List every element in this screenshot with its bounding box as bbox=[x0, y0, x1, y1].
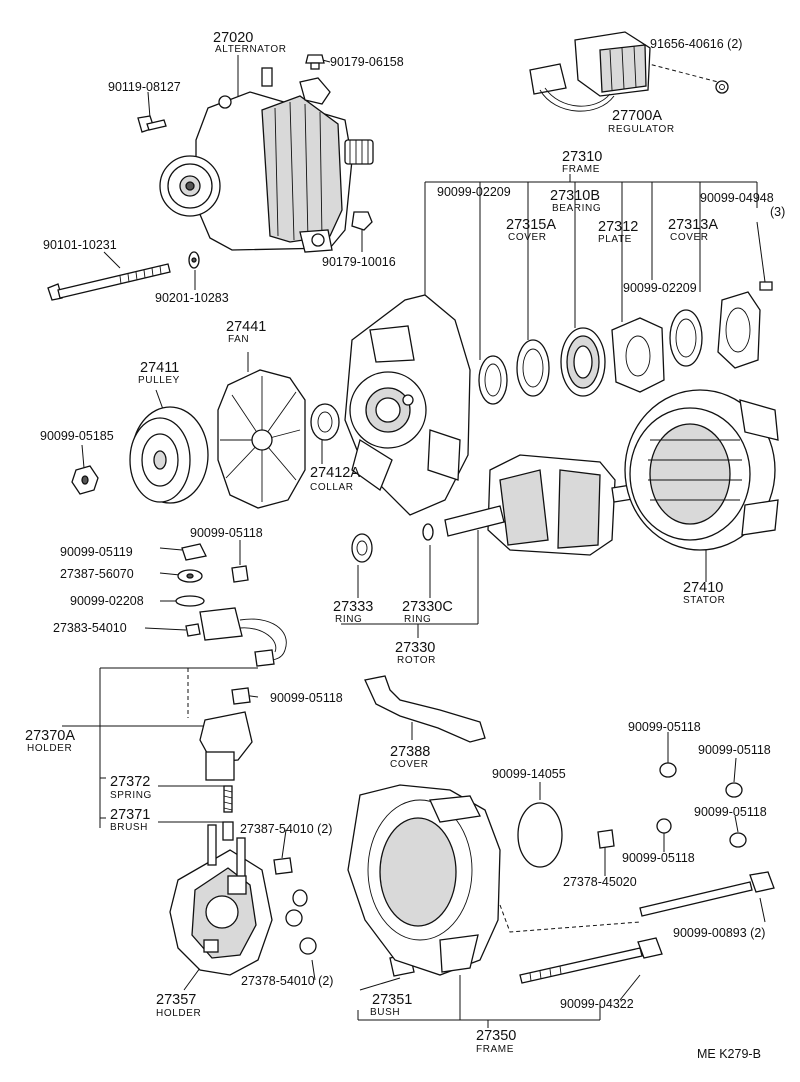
leader-lines bbox=[62, 55, 766, 1028]
rear-frame-drawing bbox=[347, 784, 563, 976]
part-qty-p_04948: (3) bbox=[770, 205, 785, 219]
part-number-p_00893: 90099-00893 (2) bbox=[673, 926, 765, 940]
part-number-p_54010c: 27378-54010 (2) bbox=[241, 974, 333, 988]
part-name-ring_a: RING bbox=[335, 614, 362, 625]
part-name-frame_bot: FRAME bbox=[476, 1044, 514, 1055]
part-number-stator: 27410 bbox=[683, 580, 723, 596]
part-number-bush: 27351 bbox=[372, 992, 412, 1008]
part-number-cover_a: 27315A bbox=[506, 217, 556, 233]
pulley-fan-drawing bbox=[71, 369, 340, 509]
drawing-code: ME K279-B bbox=[697, 1047, 761, 1061]
part-number-p_05118d: 90099-05118 bbox=[698, 743, 771, 757]
part-name-alternator: ALTERNATOR bbox=[215, 44, 287, 55]
part-number-bolt_a: 90179-06158 bbox=[330, 55, 404, 69]
part-name-bearing: BEARING bbox=[552, 203, 601, 214]
part-number-p_05118f: 90099-05118 bbox=[622, 851, 695, 865]
part-number-p_02208: 90099-02208 bbox=[70, 594, 144, 608]
part-name-plate: PLATE bbox=[598, 234, 632, 245]
part-name-cover_b: COVER bbox=[670, 232, 709, 243]
part-number-p_10283: 90201-10283 bbox=[155, 291, 229, 305]
cover-27388-drawing bbox=[364, 675, 486, 743]
part-number-pulley: 27411 bbox=[140, 360, 179, 376]
part-number-ring_a: 27333 bbox=[333, 599, 373, 615]
part-name-bush: BUSH bbox=[370, 1007, 400, 1018]
part-number-brush: 27371 bbox=[110, 807, 150, 823]
small-bolts bbox=[47, 54, 373, 301]
part-name-holder_b: HOLDER bbox=[156, 1008, 201, 1019]
alternator-drawing bbox=[159, 67, 374, 253]
part-number-collar: 27412A bbox=[310, 465, 360, 481]
part-name-stator: STATOR bbox=[683, 595, 726, 606]
part-number-rotor: 27330 bbox=[395, 640, 435, 656]
part-name-ring_b: RING bbox=[404, 614, 431, 625]
part-name-rotor: ROTOR bbox=[397, 655, 436, 666]
drive-frame-drawing bbox=[344, 294, 471, 516]
part-name-frame_top: FRAME bbox=[562, 164, 600, 175]
nuts-bushes-drawing bbox=[273, 762, 747, 977]
part-name-regulator: REGULATOR bbox=[608, 124, 675, 135]
holder-assembly-drawing bbox=[175, 543, 287, 841]
part-number-p_56070: 27387-56070 bbox=[60, 567, 134, 581]
holder-27357-drawing bbox=[169, 824, 273, 976]
part-number-ring_b: 27330C bbox=[402, 599, 453, 615]
long-bolts-drawing bbox=[519, 871, 775, 984]
part-number-p_05118c: 90099-05118 bbox=[628, 720, 701, 734]
part-number-p_04322: 90099-04322 bbox=[560, 997, 634, 1011]
part-number-p_02209a: 90099-02209 bbox=[437, 185, 511, 199]
part-number-p_02209b: 90099-02209 bbox=[623, 281, 697, 295]
part-name-pulley: PULLEY bbox=[138, 375, 180, 386]
part-number-holder_b: 27357 bbox=[156, 992, 196, 1008]
part-name-spring: SPRING bbox=[110, 790, 152, 801]
part-number-p_05119: 90099-05119 bbox=[60, 545, 133, 559]
part-number-alternator: 27020 bbox=[213, 30, 253, 46]
part-name-cover_a: COVER bbox=[508, 232, 547, 243]
part-name-fan: FAN bbox=[228, 334, 249, 345]
part-number-bearing: 27310B bbox=[550, 188, 600, 204]
part-number-p_05118b: 90099-05118 bbox=[270, 691, 343, 705]
part-number-holder_a: 27370A bbox=[25, 728, 75, 744]
stator-drawing bbox=[624, 389, 779, 551]
bearing-stack-drawing bbox=[478, 281, 773, 405]
part-number-p_45020: 27378-45020 bbox=[563, 875, 637, 889]
part-number-p_04948: 90099-04948 bbox=[700, 191, 774, 205]
part-name-brush: BRUSH bbox=[110, 822, 148, 833]
part-number-p_05118a: 90099-05118 bbox=[190, 526, 263, 540]
part-number-p_05185: 90099-05185 bbox=[40, 429, 114, 443]
part-number-p_54010b: 27387-54010 (2) bbox=[240, 822, 332, 836]
part-number-frame_bot: 27350 bbox=[476, 1028, 516, 1044]
part-number-cover_b: 27313A bbox=[668, 217, 718, 233]
part-name-cover_c: COVER bbox=[390, 759, 429, 770]
part-number-plate: 27312 bbox=[598, 219, 638, 235]
part-number-p_05118e: 90099-05118 bbox=[694, 805, 767, 819]
part-name-holder_a: HOLDER bbox=[27, 743, 72, 754]
part-number-reg_screw: 91656-40616 (2) bbox=[650, 37, 742, 51]
part-number-bolt_b: 90119-08127 bbox=[108, 80, 181, 94]
part-number-spring: 27372 bbox=[110, 774, 150, 790]
part-number-regulator: 27700A bbox=[612, 108, 662, 124]
regulator-drawing bbox=[529, 31, 729, 112]
part-name-collar: COLLAR bbox=[310, 482, 354, 493]
part-number-p_54010: 27383-54010 bbox=[53, 621, 127, 635]
part-number-p_14055: 90099-14055 bbox=[492, 767, 566, 781]
part-number-frame_top: 27310 bbox=[562, 149, 602, 165]
part-number-cover_c: 27388 bbox=[390, 744, 430, 760]
part-number-fan: 27441 bbox=[226, 319, 266, 335]
part-number-p_10016: 90179-10016 bbox=[322, 255, 396, 269]
part-number-p_10231: 90101-10231 bbox=[43, 238, 117, 252]
